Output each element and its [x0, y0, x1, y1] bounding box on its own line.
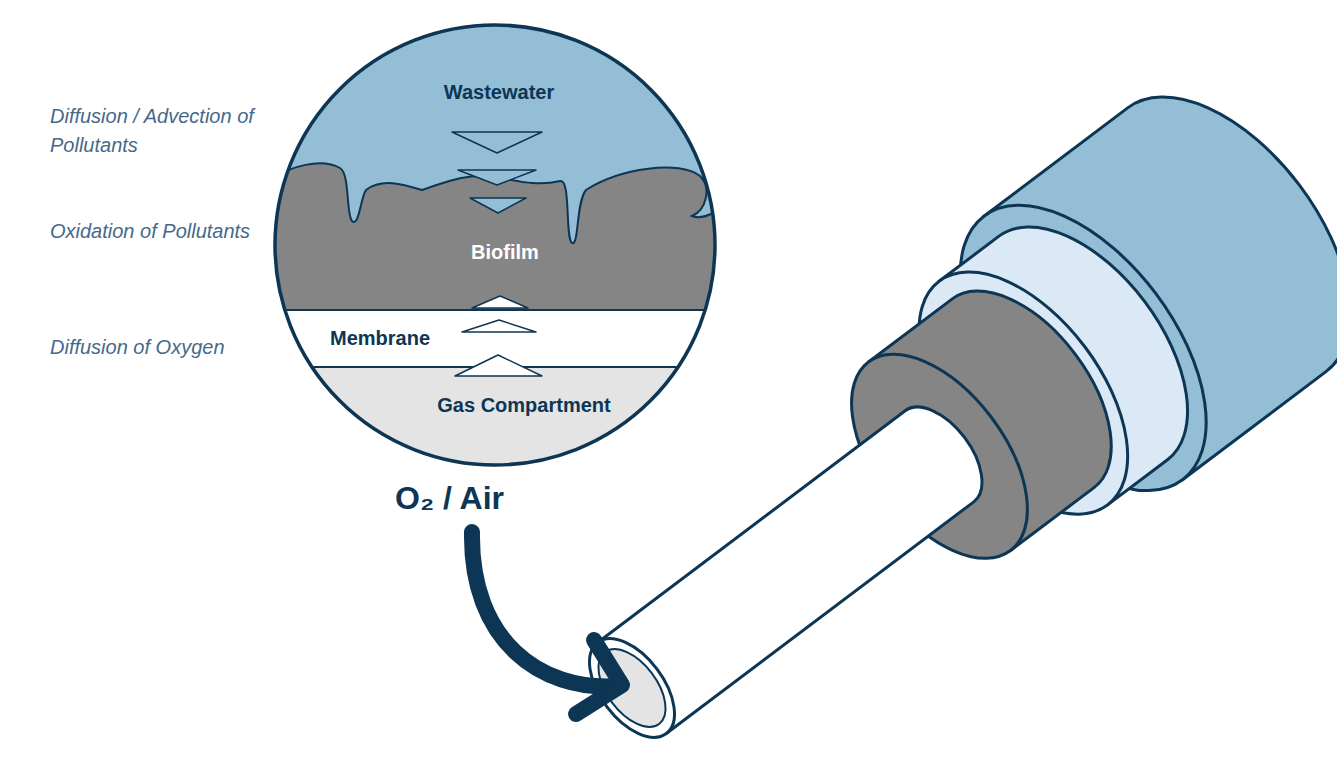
biofilm-band-label: Biofilm: [465, 238, 545, 266]
up-triangle: [462, 320, 536, 332]
membrane-band-label: Membrane: [324, 324, 437, 352]
process-label: Diffusion / Advection of Pollutants: [50, 102, 280, 160]
gas-supply-label: O₂ / Air: [395, 480, 504, 517]
up-triangle: [472, 296, 528, 308]
wastewater-band-label: Wastewater: [438, 78, 561, 106]
process-label: Diffusion of Oxygen: [50, 333, 280, 362]
flux-triangles: [452, 132, 542, 376]
down-triangle: [470, 198, 526, 213]
up-triangle: [455, 355, 542, 376]
gas-band: [270, 367, 720, 477]
air-arrowhead: [576, 640, 622, 714]
down-triangle: [452, 132, 542, 153]
layer-name: Biofilm: [471, 240, 539, 264]
layer-name: Wastewater: [444, 80, 555, 104]
air-arrow: [472, 532, 618, 686]
process-label: Oxidation of Pollutants: [50, 217, 280, 246]
down-triangle: [458, 170, 536, 185]
layer-name: Membrane: [330, 326, 431, 350]
zoom-layers: [268, 20, 724, 477]
layer-name: Gas Compartment: [437, 393, 611, 417]
zoom-circle: [275, 25, 715, 465]
membrane-tube: [508, 53, 1337, 768]
gas-band-label: Gas Compartment: [431, 391, 617, 419]
